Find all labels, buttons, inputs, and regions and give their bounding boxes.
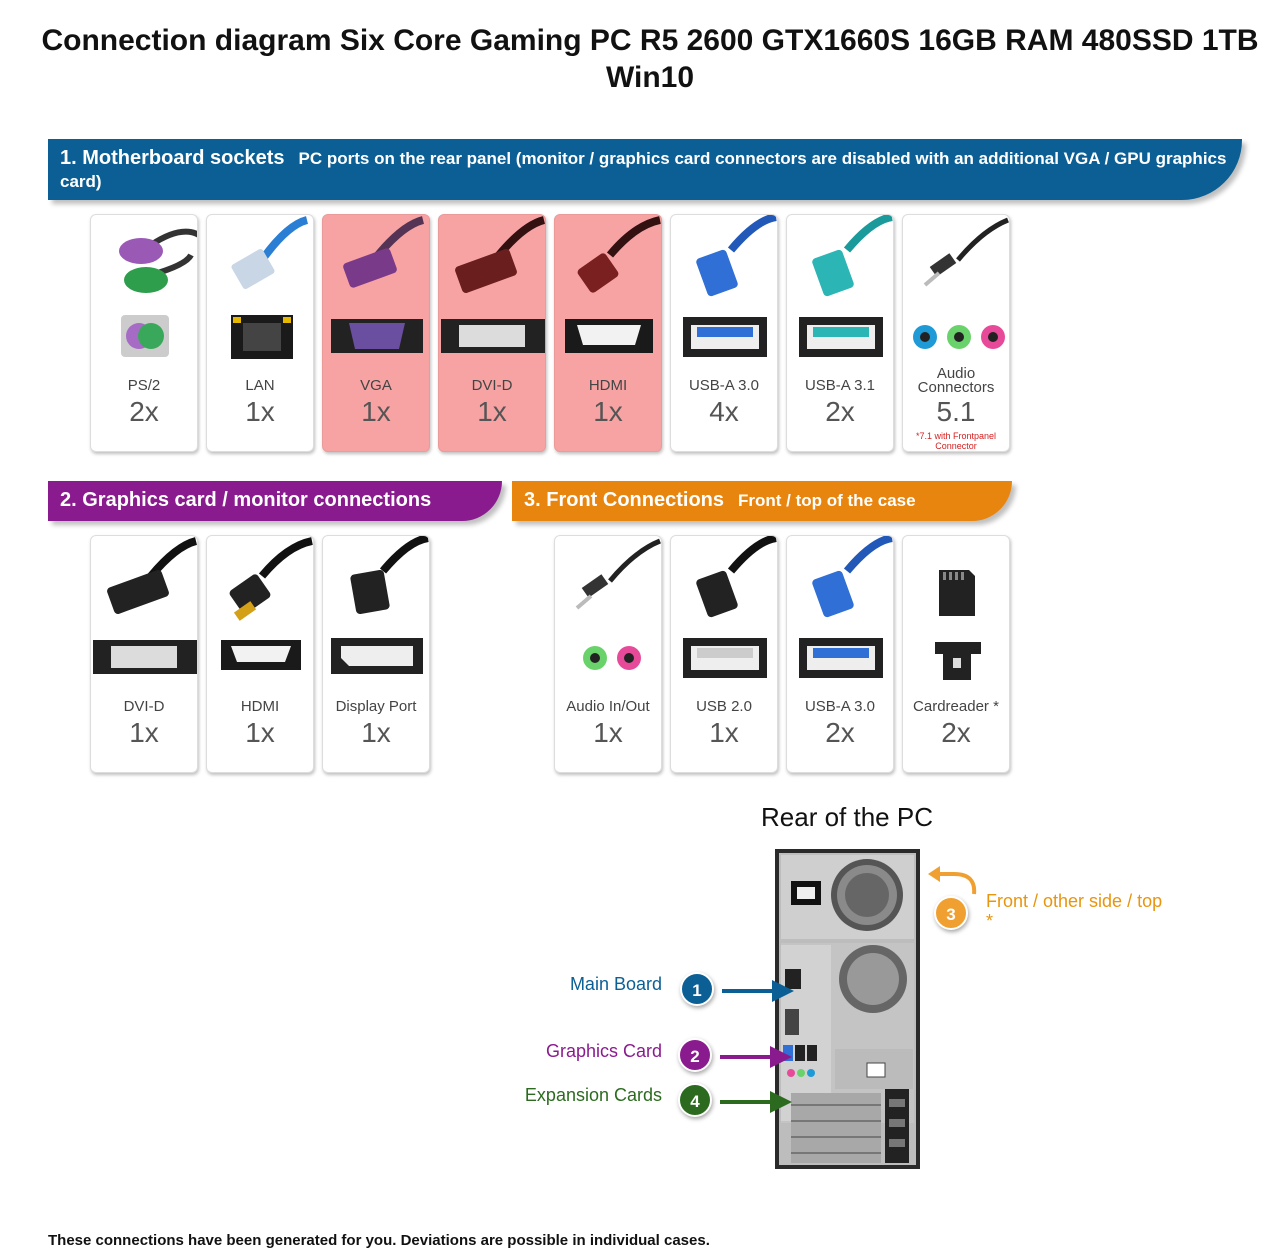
pc-tower-rear-image	[775, 849, 920, 1169]
dvi-connector-icon	[441, 216, 545, 353]
port-name: DVI-D	[123, 698, 165, 715]
usb3-connector-icon	[683, 215, 777, 357]
audio-connector-icon	[913, 217, 1009, 349]
callout-label-expansion-cards: Expansion Cards	[524, 1085, 662, 1105]
gpu-card-dvi: DVI-D 1x	[90, 535, 198, 773]
hdmi-connector-icon	[221, 537, 313, 670]
port-name: USB-A 3.1	[804, 377, 876, 394]
port-count: 1x	[245, 396, 275, 427]
front-card-usb30: USB-A 3.0 2x	[786, 535, 894, 773]
port-name: USB-A 3.0	[804, 698, 876, 715]
port-count: 1x	[593, 717, 623, 748]
audio-jack-icon	[575, 538, 661, 670]
graphics-card-arrow-icon	[720, 1046, 792, 1068]
port-count: 1x	[245, 717, 275, 748]
front-banner: 3. Front Connections Front / top of the c…	[512, 481, 1012, 521]
port-count: 2x	[825, 717, 855, 748]
port-count: 1x	[593, 396, 623, 427]
port-name: VGA	[360, 377, 392, 394]
front-card-cardreader: Cardreader * 2x	[902, 535, 1010, 773]
front-card-audio: Audio In/Out 1x	[554, 535, 662, 773]
port-count: 1x	[709, 717, 739, 748]
front-callout-star: *	[986, 911, 994, 931]
port-card-vga: VGA 1x	[322, 214, 430, 452]
port-count: 1x	[361, 717, 391, 748]
main-board-arrow-icon	[722, 980, 794, 1002]
port-card-usb30: USB-A 3.0 4x	[670, 214, 778, 452]
lan-connector-icon	[231, 216, 309, 359]
dvi-connector-icon	[93, 537, 197, 674]
footer-disclaimer: These connections have been generated fo…	[48, 1232, 710, 1249]
front-arrow-icon	[928, 866, 977, 895]
usb2-connector-icon	[683, 536, 777, 678]
port-card-ps2: PS/2 2x	[90, 214, 198, 452]
port-name: USB 2.0	[696, 698, 752, 715]
port-name: DVI-D	[471, 377, 513, 394]
port-name: PS/2	[127, 377, 161, 394]
port-name: Audio In/Out	[566, 698, 650, 715]
port-name: USB-A 3.0	[688, 377, 760, 394]
vga-connector-icon	[331, 216, 425, 353]
port-card-dvi: DVI-D 1x	[438, 214, 546, 452]
front-subtitle: Front / top of the case	[738, 491, 916, 510]
port-count: 2x	[941, 717, 971, 748]
callout-label-graphics-card: Graphics Card	[545, 1041, 662, 1061]
motherboard-subtitle: PC ports on the rear panel (monitor / gr…	[60, 149, 1227, 191]
front-callout-text: Front / other side / top	[986, 891, 1163, 911]
port-count: 1x	[361, 396, 391, 427]
callout-label-main-board: Main Board	[569, 974, 662, 994]
rear-title: Rear of the PC	[761, 802, 933, 832]
port-card-lan: LAN 1x	[206, 214, 314, 452]
gpu-card-hdmi: HDMI 1x	[206, 535, 314, 773]
gpu-card-displayport: Display Port 1x	[322, 535, 430, 773]
callout-badge-2: 2	[678, 1038, 712, 1072]
port-note: *7.1 with Frontpanel Connector	[915, 431, 997, 451]
hdmi-connector-icon	[565, 216, 661, 353]
callout-badge-4: 4	[678, 1083, 712, 1117]
graphics-title: 2. Graphics card / monitor connections	[60, 489, 432, 511]
front-title: 3. Front Connections	[524, 489, 724, 511]
port-name: Display Port	[335, 698, 417, 715]
page-title: Connection diagram Six Core Gaming PC R5…	[41, 24, 1259, 94]
port-count: 5.1	[936, 396, 976, 427]
port-count: 1x	[129, 717, 159, 748]
callout-label-front: Front / other side / top *	[986, 891, 1162, 931]
displayport-connector-icon	[331, 536, 429, 674]
port-card-hdmi: HDMI 1x	[554, 214, 662, 452]
port-card-audio: Audio Connectors 5.1 *7.1 with Frontpane…	[902, 214, 1010, 452]
port-card-usb31: USB-A 3.1 2x	[786, 214, 894, 452]
graphics-banner: 2. Graphics card / monitor connections	[48, 481, 502, 521]
callout-badge-1: 1	[680, 972, 714, 1006]
port-count: 2x	[129, 396, 159, 427]
port-name: HDMI	[588, 377, 628, 394]
port-name: Audio Connectors	[917, 365, 995, 396]
expansion-cards-arrow-icon	[720, 1091, 792, 1113]
port-name: LAN	[245, 377, 275, 394]
port-count: 4x	[709, 396, 739, 427]
ps2-connector-icon	[119, 228, 197, 357]
front-card-usb20: USB 2.0 1x	[670, 535, 778, 773]
sd-card-icon	[935, 570, 981, 680]
port-count: 1x	[477, 396, 507, 427]
port-count: 2x	[825, 396, 855, 427]
usb3-connector-icon	[799, 536, 893, 678]
motherboard-title: 1. Motherboard sockets	[60, 147, 285, 169]
callout-badge-3: 3	[934, 896, 968, 930]
port-name: HDMI	[240, 698, 280, 715]
usb31-connector-icon	[799, 215, 893, 357]
port-name: Cardreader *	[913, 698, 999, 715]
